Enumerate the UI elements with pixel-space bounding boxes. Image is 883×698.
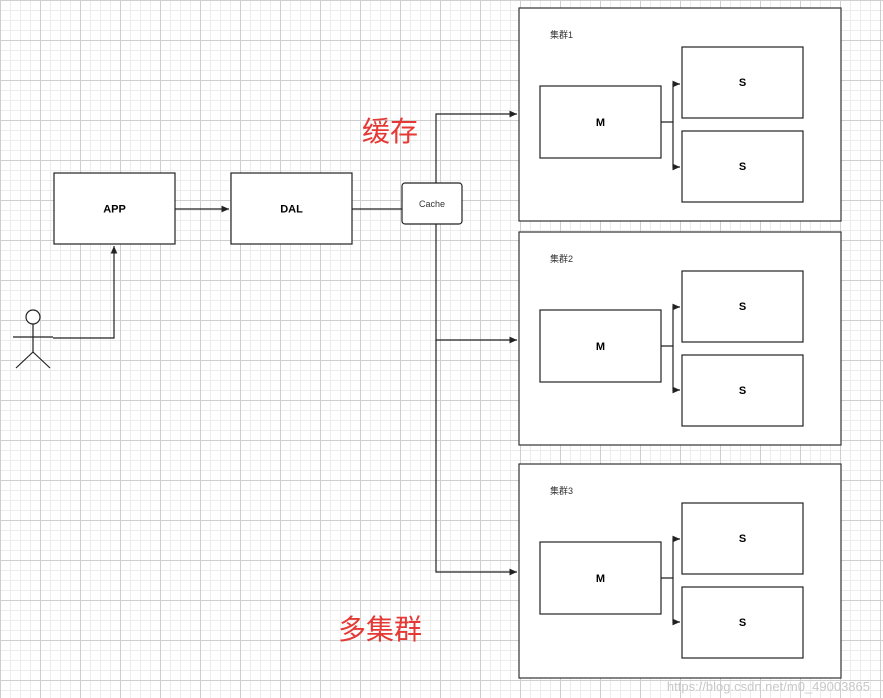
cluster-title: 集群3 (550, 485, 573, 496)
edge-cache-cluster1 (435, 110, 517, 183)
cache-node: Cache (401, 182, 463, 225)
cache-label: Cache (419, 199, 445, 209)
cluster-title: 集群2 (550, 253, 573, 264)
slave-label: S (739, 77, 746, 89)
slave-label: S (739, 385, 746, 397)
master-label: M (596, 117, 605, 129)
cluster-2: 集群2 M S S (518, 231, 842, 446)
slave-label: S (739, 533, 746, 545)
cluster-3: 集群3 M S S (518, 463, 842, 679)
slave-label: S (739, 301, 746, 313)
edge-cache-cluster2 (435, 224, 517, 344)
slave-label: S (739, 161, 746, 173)
annotation-multi-cluster: 多集群 (338, 613, 422, 646)
app-label: APP (103, 204, 126, 216)
master-label: M (596, 573, 605, 585)
user-icon (13, 309, 53, 369)
annotation-cache: 缓存 (362, 115, 418, 148)
app-node: APP (53, 172, 176, 245)
dal-label: DAL (280, 204, 303, 216)
cluster-1: 集群1 M S S (518, 7, 842, 222)
master-label: M (596, 341, 605, 353)
edge-user-app (53, 246, 118, 339)
edge-cache-cluster3 (435, 340, 517, 576)
watermark: https://blog.csdn.net/m0_49003865 (667, 679, 870, 694)
dal-node: DAL (230, 172, 353, 245)
cluster-title: 集群1 (550, 29, 573, 40)
slave-label: S (739, 617, 746, 629)
